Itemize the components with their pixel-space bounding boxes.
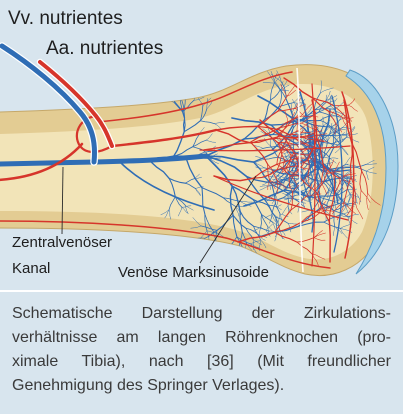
caption-divider [0, 290, 403, 292]
caption-line: verhältnisse am langen Röhrenknochen (pr… [12, 326, 391, 350]
label-vv-nutrientes: Vv. nutrientes [8, 8, 123, 29]
label-zentralvenoeser: Zentralvenöser [12, 234, 112, 251]
label-aa-nutrientes: Aa. nutrientes [46, 38, 163, 59]
caption-line: ximale Tibia), nach [36] (Mit freundlich… [12, 350, 391, 374]
caption-line: Schematische Darstellung der Zirkulation… [12, 302, 391, 326]
caption-line: Genehmigung des Springer Verlages). [12, 374, 391, 398]
figure-caption: Schematische Darstellung der Zirkulation… [12, 302, 391, 398]
bone-circulation-illustration: Vv. nutrientes Aa. nutrientes Zentralven… [0, 0, 403, 290]
arterial-branch [329, 222, 330, 262]
label-kanal: Kanal [12, 260, 50, 277]
label-venoese-marksinusoide: Venöse Marksinusoide [118, 264, 269, 281]
